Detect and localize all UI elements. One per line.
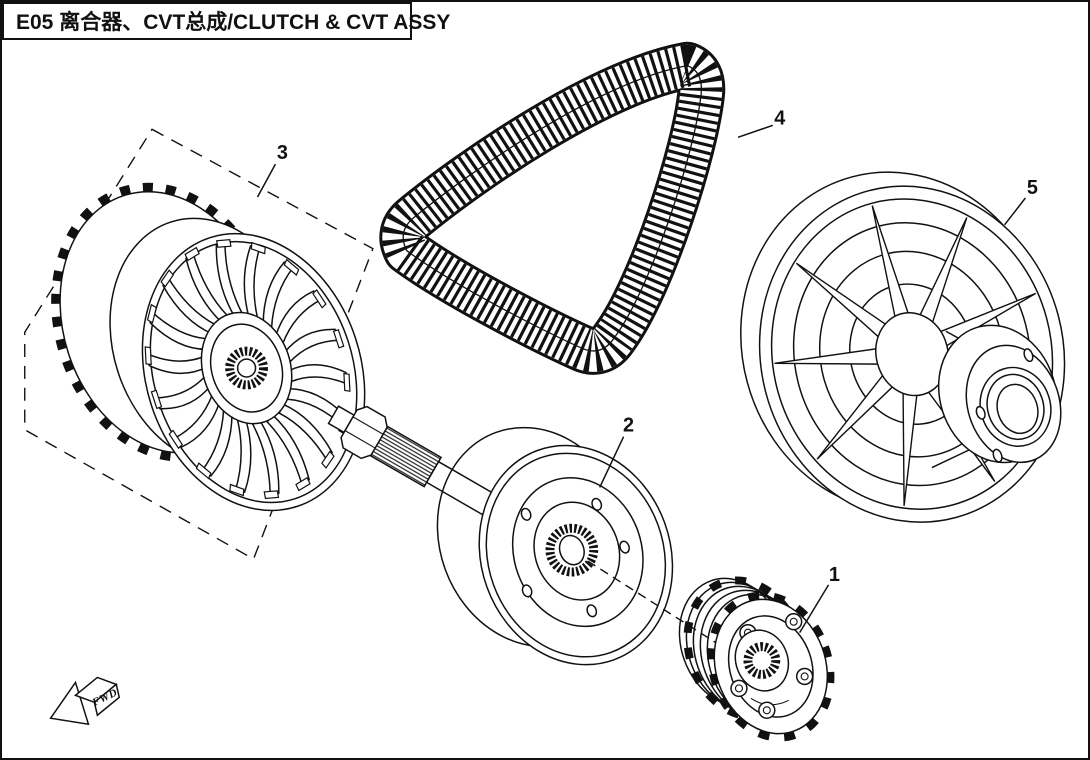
output-hub-bearing [931,324,1062,469]
group-boundary-dashed-box [24,128,374,561]
svg-text:1: 1 [829,564,840,586]
svg-text:4: 4 [774,107,785,129]
spring-posts [730,613,814,719]
callout-3: 3 [256,142,288,198]
drum [436,426,674,666]
callout-2: 2 [599,415,634,488]
primary-clutch [51,182,366,512]
callout-4: 4 [737,107,785,138]
fan-hub [200,311,293,425]
secondary-clutch [740,171,1066,523]
drive-belt [403,66,701,351]
page-title: E05 离合器、CVT总成/CLUTCH & CVT ASSY [2,2,450,40]
wet-clutch-pack [678,576,835,742]
svg-text:5: 5 [1027,177,1038,199]
svg-text:3: 3 [277,142,288,164]
callouts: 1 2 3 4 5 [256,107,1038,634]
fwd-arrow: FWD [49,676,121,726]
page-title-text: E05 离合器、CVT总成/CLUTCH & CVT ASSY [16,11,451,34]
callout-5: 5 [1003,177,1038,226]
fan-wheel [141,232,366,512]
callout-1: 1 [799,564,840,634]
svg-text:2: 2 [623,415,634,437]
assembly-axis-dashed-line [587,560,726,650]
clutch-drum-shaft [327,405,674,666]
